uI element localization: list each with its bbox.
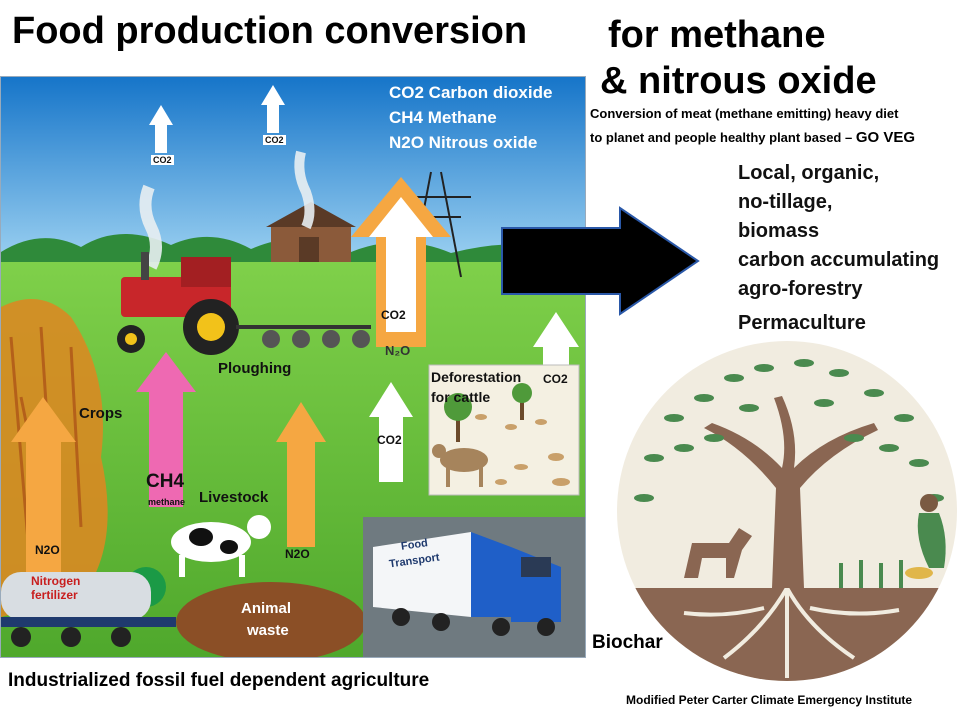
co2-smoke-label-2: CO2 <box>263 135 286 145</box>
animal-waste-label-2: waste <box>247 622 289 639</box>
legend-n2o: N2O Nitrous oxide <box>389 133 538 152</box>
farm-illustration <box>1 77 585 657</box>
title-right-line2: & nitrous oxide <box>600 60 877 102</box>
deforestation-label-2: for cattle <box>431 389 491 405</box>
tree-leaves <box>634 359 944 502</box>
animal-waste-mound <box>176 582 366 657</box>
nitrogen-fertilizer-label-2: fertilizer <box>31 588 78 602</box>
biochar-label: Biochar <box>592 632 663 653</box>
stumps <box>475 414 570 486</box>
conversion-text-line2: to planet and people healthy plant based… <box>590 129 915 146</box>
crops-label: Crops <box>79 405 123 422</box>
industrial-farm-scene: CO2 Carbon dioxide CH4 Methane N2O Nitro… <box>0 76 586 658</box>
methane-label: methane <box>148 497 186 507</box>
livestock-label: Livestock <box>199 489 269 506</box>
co2-big-arrow-label: CO2 <box>381 308 406 322</box>
co2-transport-arrow <box>369 382 413 482</box>
footer-right-credit: Modified Peter Carter Climate Emergency … <box>626 693 913 707</box>
legend-ch4: CH4 Methane <box>389 108 497 127</box>
deforestation-trees <box>444 383 532 442</box>
n2o-left-orange-arrow <box>11 397 76 577</box>
n2o-mid-label: N2O <box>285 547 310 561</box>
title-right-line1: for methane <box>608 14 826 56</box>
footer-left-caption: Industrialized fossil fuel dependent agr… <box>8 670 430 691</box>
animal-waste-label-1: Animal <box>241 600 292 617</box>
alt-no-tillage: no-tillage, <box>738 191 833 213</box>
roots <box>683 587 900 678</box>
conversion-text-line1: Conversion of meat (methane emitting) he… <box>590 106 899 121</box>
ploughing-label: Ploughing <box>218 360 292 377</box>
nitrogen-fertilizer-label-1: Nitrogen <box>31 574 81 588</box>
gardener <box>905 494 946 579</box>
tree-trunk <box>704 396 878 588</box>
n2o-mid-orange-arrow <box>276 402 326 547</box>
ch4-pink-arrow <box>136 352 196 507</box>
smoke-plume-1 <box>139 184 162 270</box>
n2o-big-arrow-label: N₂O <box>385 343 411 358</box>
conversion-arrow <box>501 206 700 316</box>
deforestation-panel <box>428 364 580 496</box>
alt-agro-forestry: agro-forestry <box>738 278 863 300</box>
fertilizer-tank <box>1 572 176 647</box>
conversion-text-line2-body: to planet and people healthy plant based… <box>590 130 853 145</box>
alt-permaculture: Permaculture <box>738 312 866 334</box>
smoke-plume-2 <box>294 150 315 230</box>
truck <box>373 532 561 636</box>
co2-transport-label: CO2 <box>377 433 402 447</box>
tractor <box>117 252 371 355</box>
alternatives-list: Local, organic, no-tillage, biomass carb… <box>738 162 939 335</box>
co2-big-white-arrow <box>369 197 433 332</box>
alt-biomass: biomass <box>738 220 820 242</box>
legend-co2: CO2 Carbon dioxide <box>389 83 553 102</box>
dog-silhouette <box>684 528 752 578</box>
n2o-left-label: N2O <box>35 543 60 557</box>
page-title: Food production conversion <box>12 10 528 52</box>
go-veg-label: GO VEG <box>855 129 916 146</box>
alt-local-organic: Local, organic, <box>738 162 880 184</box>
co2-smoke-arrow-2 <box>261 85 285 133</box>
ch4-label: CH4 <box>146 471 185 492</box>
co2-smoke-arrow-1 <box>149 105 173 153</box>
co2-deforestation-label: CO2 <box>543 372 568 386</box>
cow-brown <box>432 444 488 487</box>
alt-carbon-accumulating: carbon accumulating <box>738 249 940 271</box>
legend: CO2 Carbon dioxide CH4 Methane N2O Nitro… <box>389 83 552 153</box>
vegetable-plants <box>839 560 903 588</box>
agroforestry-tree-illustration <box>617 341 957 681</box>
cow-black-white <box>171 515 271 577</box>
deforestation-label-1: Deforestation <box>431 369 522 385</box>
co2-smoke-label-1: CO2 <box>151 155 174 165</box>
